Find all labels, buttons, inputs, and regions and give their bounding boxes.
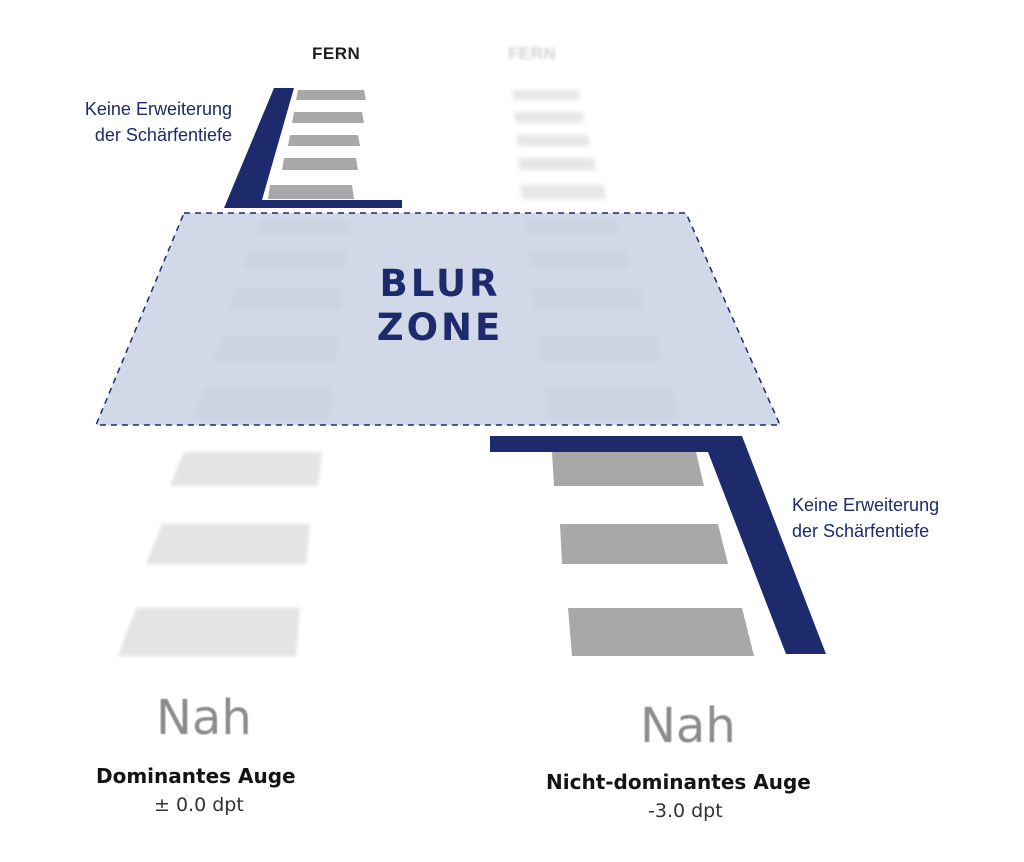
left-bar — [118, 608, 300, 656]
left-bar — [282, 158, 358, 170]
dominant-eye-label: Dominantes Auge — [96, 764, 296, 788]
note-line: der Schärfentiefe — [94, 125, 232, 145]
left-bar — [288, 135, 360, 146]
left-depth-bracket — [224, 88, 402, 208]
non-dominant-eye-power: -3.0 dpt — [648, 800, 723, 822]
left-bar — [170, 452, 322, 486]
left-bar — [296, 90, 366, 100]
non-dominant-eye-label: Nicht-dominantes Auge — [546, 770, 811, 794]
left-bar — [292, 112, 364, 123]
right-near-bars — [552, 452, 754, 656]
note-line: Keine Erweiterung — [84, 99, 232, 119]
no-extension-note-right: Keine Erweiterung der Schärfentiefe — [792, 492, 1002, 544]
near-label-right: Nah — [640, 698, 736, 754]
far-label-left: FERN — [312, 44, 361, 63]
note-line: Keine Erweiterung — [792, 495, 940, 515]
right-bar — [560, 524, 728, 564]
near-label-left: Nah — [156, 690, 252, 746]
blur-zone-title-line2: ZONE — [376, 306, 504, 349]
right-bar — [520, 185, 606, 199]
right-bar — [568, 608, 754, 656]
right-bar — [516, 135, 590, 146]
right-bar — [552, 452, 704, 486]
note-line: der Schärfentiefe — [792, 521, 930, 541]
no-extension-note-left: Keine Erweiterung der Schärfentiefe — [36, 96, 232, 148]
right-bar — [514, 112, 584, 123]
dominant-eye-power: ± 0.0 dpt — [154, 794, 244, 816]
right-far-bars — [512, 90, 606, 199]
right-depth-bracket — [490, 436, 826, 654]
blur-zone-title-line1: BLUR — [379, 262, 501, 305]
left-bar — [268, 185, 354, 199]
right-bar — [518, 158, 596, 170]
left-near-bars — [118, 452, 322, 656]
blur-zone — [94, 212, 782, 426]
right-bar — [512, 90, 580, 100]
left-bar — [146, 524, 310, 564]
left-far-bars — [268, 90, 366, 199]
far-label-right: FERN — [508, 44, 557, 63]
